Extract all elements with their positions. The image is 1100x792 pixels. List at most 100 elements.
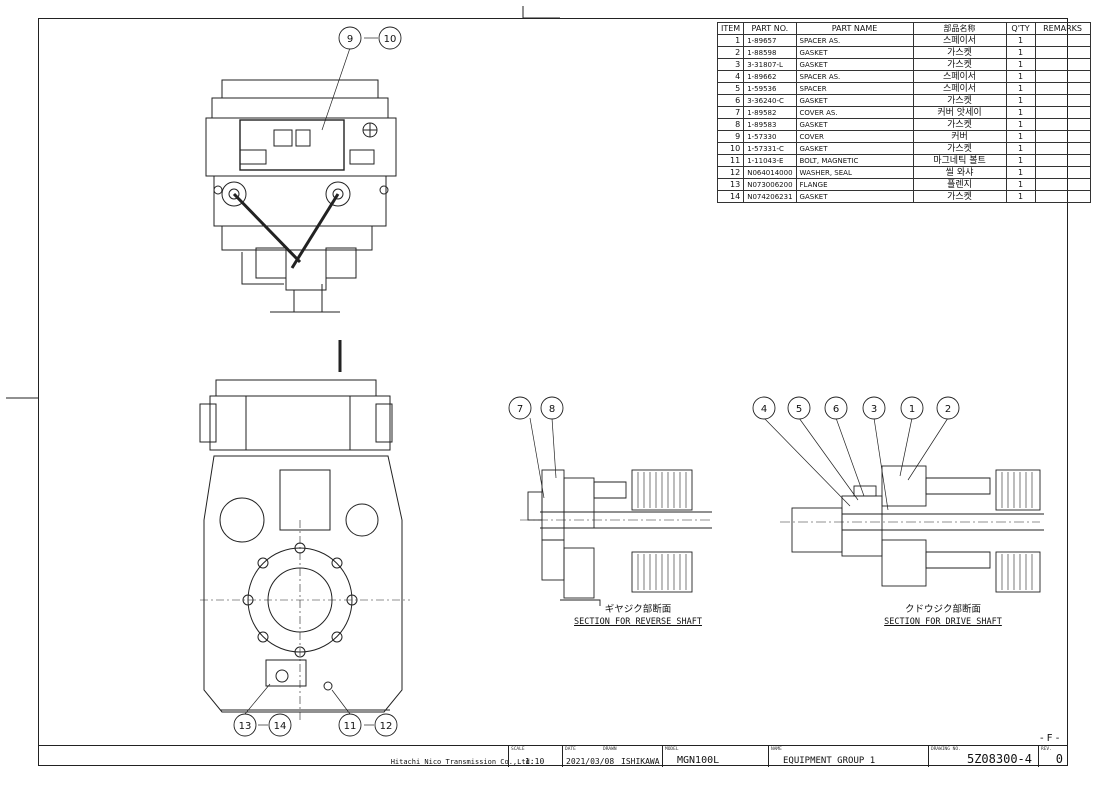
reverse-shaft-caption-jp: ギヤジク部断面 [604, 604, 672, 615]
title-block-rev-cell: REV. 0 [1038, 746, 1068, 767]
col-part-name-local: 部品名称 [912, 22, 1007, 35]
row-item: 8 [716, 118, 745, 131]
title-block-drawing-no-cell: DRAWING NO. 5Z08300-4 [928, 746, 1038, 767]
callout-6: 6 [833, 404, 839, 415]
callout-11: 11 [344, 721, 357, 732]
row-qty: 1 [1005, 82, 1036, 95]
drawing-no-label: DRAWING NO. [931, 747, 961, 752]
row-item: 9 [716, 130, 745, 143]
row-part-name: WASHER, SEAL [795, 166, 914, 179]
row-item: 5 [716, 82, 745, 95]
row-part-name-local: 가스켓 [912, 190, 1007, 203]
row-remarks [1034, 34, 1091, 47]
row-remarks [1034, 82, 1091, 95]
parts-list-table: ITEM PART NO. PART NAME 部品名称 Q'TY REMARK… [716, 22, 1091, 203]
front-view-drawing [199, 340, 410, 720]
row-part-no: N073006200 [743, 178, 797, 191]
row-part-no: N064014000 [743, 166, 797, 179]
row-item: 11 [716, 154, 745, 167]
col-item: ITEM [716, 22, 745, 35]
title-block-scale-cell: SCALE 1:10 [508, 746, 562, 767]
row-part-no: 1-11043-E [743, 154, 797, 167]
row-remarks [1034, 178, 1091, 191]
date-value: 2021/03/08 [566, 757, 615, 766]
row-remarks [1034, 190, 1091, 203]
row-remarks [1034, 154, 1091, 167]
row-part-name: GASKET [795, 118, 914, 131]
row-qty: 1 [1005, 130, 1036, 143]
row-item: 6 [716, 94, 745, 107]
callout-5: 5 [796, 404, 802, 415]
row-part-name-local: 스페이서 [912, 70, 1007, 83]
row-part-name: GASKET [795, 58, 914, 71]
row-part-no: 1-89582 [743, 106, 797, 119]
name-value: EQUIPMENT GROUP 1 [783, 756, 876, 766]
row-remarks [1034, 58, 1091, 71]
row-qty: 1 [1005, 166, 1036, 179]
row-qty: 1 [1005, 190, 1036, 203]
callout-7: 7 [517, 404, 523, 415]
row-part-name: FLANGE [795, 178, 914, 191]
row-part-name-local: 커버 [912, 130, 1007, 143]
row-part-no: 1-57330 [743, 130, 797, 143]
callout-3: 3 [871, 404, 877, 415]
callout-4: 4 [761, 404, 767, 415]
scale-value: 1:10 [525, 757, 545, 766]
row-qty: 1 [1005, 58, 1036, 71]
top-view-drawing [205, 79, 397, 313]
title-block-company-cell: Hitachi Nico Transmission Co.,Ltd. [38, 746, 538, 767]
row-part-name: COVER AS. [795, 106, 914, 119]
row-qty: 1 [1005, 154, 1036, 167]
callout-8: 8 [549, 404, 555, 415]
row-qty: 1 [1005, 118, 1036, 131]
row-part-name-local: 스페이서 [912, 82, 1007, 95]
reverse-shaft-caption: ギヤジク部断面 SECTION FOR REVERSE SHAFT [570, 604, 706, 628]
row-remarks [1034, 106, 1091, 119]
drawing-no-value: 5Z08300-4 [966, 752, 1032, 766]
row-item: 2 [716, 46, 745, 59]
rev-label: REV. [1041, 747, 1052, 752]
row-item: 13 [716, 178, 745, 191]
row-part-name-local: 플렌지 [912, 178, 1007, 191]
drawn-value: ISHIKAWA [621, 757, 660, 766]
col-remarks: REMARKS [1034, 22, 1091, 35]
row-part-name-local: 마그네틱 볼트 [912, 154, 1007, 167]
row-part-name-local: 가스켓 [912, 46, 1007, 59]
title-block-date-cell: DATE DRAWN 2021/03/08 ISHIKAWA [562, 746, 662, 767]
callout-12: 12 [380, 721, 393, 732]
row-remarks [1034, 46, 1091, 59]
row-part-no: 1-89583 [743, 118, 797, 131]
drive-shaft-caption: クドウジク部断面 SECTION FOR DRIVE SHAFT [876, 604, 1010, 628]
revision-mark: - F - [1040, 733, 1060, 744]
row-remarks [1034, 142, 1091, 155]
callout-14: 14 [274, 721, 287, 732]
date-label: DATE [565, 747, 576, 752]
title-block: Hitachi Nico Transmission Co.,Ltd. SCALE… [38, 745, 1068, 767]
row-part-name: GASKET [795, 190, 914, 203]
row-qty: 1 [1005, 94, 1036, 107]
row-item: 7 [716, 106, 745, 119]
title-block-name-cell: NAME EQUIPMENT GROUP 1 [768, 746, 928, 767]
row-part-no: N074206231 [743, 190, 797, 203]
row-part-name: BOLT, MAGNETIC [795, 154, 914, 167]
drive-shaft-caption-en: SECTION FOR DRIVE SHAFT [884, 617, 1002, 627]
row-part-no: 1-88598 [743, 46, 797, 59]
row-part-name: SPACER AS. [795, 34, 914, 47]
title-block-model-cell: MODEL MGN100L [662, 746, 768, 767]
row-remarks [1034, 70, 1091, 83]
row-part-name-local: 가스켓 [912, 94, 1007, 107]
drawn-label: DRAWN [603, 747, 617, 752]
row-part-name-local: 스페이서 [912, 34, 1007, 47]
